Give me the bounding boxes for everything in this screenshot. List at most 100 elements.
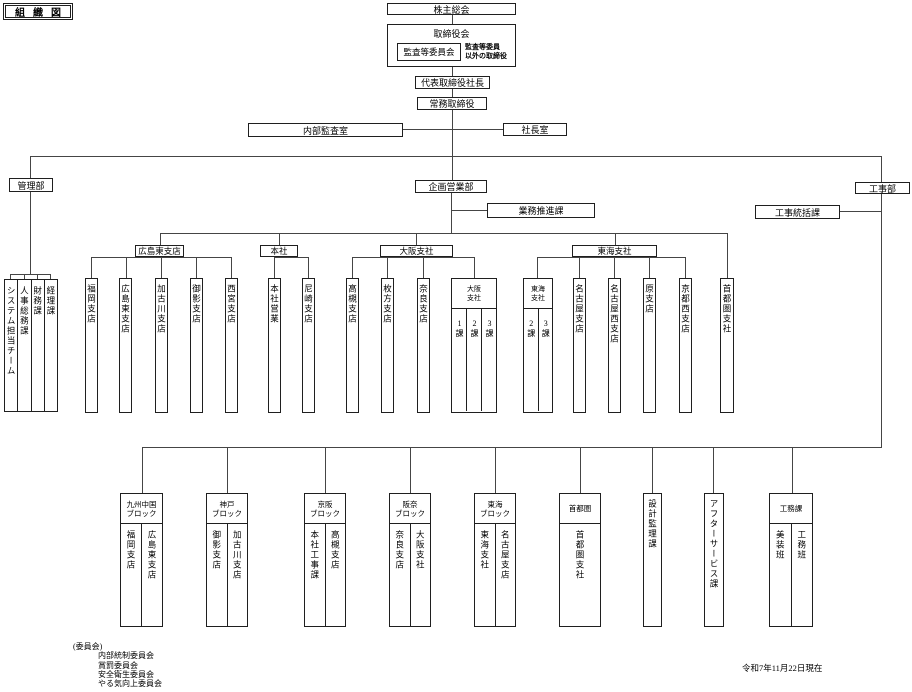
connector-line [840, 211, 881, 212]
block-office-osaka-shisha: 大阪支社 [409, 524, 431, 627]
branch-header-hiroshima-higashi: 広島東支店 [135, 245, 184, 257]
connector-line [451, 193, 452, 233]
connector-line [881, 156, 882, 182]
admin-section-finance: 財務課 [30, 280, 44, 411]
connector-line [416, 233, 417, 245]
osaka-unit-1: 1課 [455, 319, 464, 338]
after-service-box: アフターサービス課 [704, 493, 724, 627]
block-team-biso: 美装班 [775, 530, 786, 560]
branch-header-osaka: 大阪支社 [380, 245, 453, 257]
board-of-directors-box: 取締役会 監査等委員会 監査等委員 以外の取締役 [387, 24, 516, 67]
connector-line [196, 257, 197, 278]
connector-line [452, 89, 453, 97]
connector-line [50, 274, 51, 279]
connector-line [91, 257, 92, 278]
connector-line [792, 447, 793, 493]
block-kobe-header: 神戸ブロック [207, 494, 247, 524]
internal-audit-office-box: 内部監査室 [248, 123, 403, 137]
block-office-hiroshima-higashi: 広島東支店 [141, 524, 162, 627]
admin-section-hr-general-affairs: 人事総務課 [17, 280, 30, 411]
non-audit-note-line2: 以外の取締役 [465, 52, 507, 60]
block-tokai-header: 東海ブロック [475, 494, 515, 524]
block-komuka: 工務課 美装班 工務班 [769, 493, 813, 627]
representative-director-box: 代表取締役社長 [415, 76, 490, 89]
office-kakogawa: 加古川支店 [155, 278, 168, 413]
connector-line [579, 257, 580, 278]
tokai-unit-2: 2課 [526, 319, 536, 338]
connector-line [452, 110, 453, 180]
admin-section-accounting: 経理課 [43, 280, 57, 411]
connector-line [713, 447, 714, 493]
connector-line [24, 274, 25, 279]
block-office-kakogawa: 加古川支店 [226, 524, 248, 627]
block-kobe: 神戸ブロック 御影支店 加古川支店 [206, 493, 248, 627]
connector-line [451, 210, 487, 211]
connector-line [652, 447, 653, 493]
block-office-fukuoka: 福岡支店 [126, 530, 136, 570]
connector-line [537, 257, 538, 278]
osaka-branch-group: 大阪 支社 1課 2課 3課 [451, 278, 497, 413]
connector-line [685, 257, 686, 278]
tokai-unit-3: 3課 [537, 309, 553, 411]
connector-line [615, 233, 616, 245]
block-shutoken: 首都圏 首都圏支社 [559, 493, 601, 627]
committee-item: 安全衛生委員会 [98, 669, 154, 679]
office-hiroshima-higashi: 広島東支店 [119, 278, 132, 413]
connector-line [227, 447, 228, 493]
connector-line [423, 257, 424, 278]
chart-title-box: 組織図 [3, 3, 73, 20]
construction-dept-box: 工事部 [855, 182, 910, 194]
office-takatsuki: 高槻支店 [346, 278, 359, 413]
branch-header-honsha: 本社 [260, 245, 298, 257]
committee-item: やる気向上委員会 [98, 679, 162, 689]
non-audit-note-line1: 監査等委員 [465, 44, 500, 51]
connector-line [161, 257, 162, 278]
connector-line [727, 233, 728, 278]
connector-line [495, 447, 496, 493]
admin-sections-group: システム担当チーム 人事総務課 財務課 経理課 [4, 279, 58, 412]
connector-line [452, 67, 453, 76]
block-office-takatsuki: 高槻支店 [324, 524, 346, 627]
connector-line [10, 274, 11, 279]
block-kyushu-chugoku: 九州中国ブロック 福岡支店 広島東支店 [120, 493, 163, 627]
block-hanna: 阪奈ブロック 奈良支店 大阪支社 [389, 493, 431, 627]
connector-line [387, 257, 388, 278]
committees-heading: (委員会) [73, 642, 103, 651]
connector-line [10, 274, 51, 275]
office-amagasaki: 尼崎支店 [302, 278, 315, 413]
connector-line [410, 447, 411, 493]
block-komuka-header: 工務課 [770, 494, 812, 524]
osaka-unit-2: 2課 [466, 309, 481, 411]
block-office-mikage: 御影支店 [211, 530, 222, 570]
connector-line [614, 257, 615, 278]
connector-line [881, 194, 882, 447]
connector-line [452, 15, 453, 24]
office-honsha-eigyo: 本社営業 [268, 278, 281, 413]
tokai-branch-group: 東海 支社 2課 3課 [523, 278, 553, 413]
connector-line [126, 257, 127, 278]
connector-line [279, 233, 280, 245]
committee-item: 内部統制委員会 [98, 651, 154, 661]
branch-header-tokai: 東海支社 [572, 245, 657, 257]
admin-section-system-team: システム担当チーム [6, 286, 17, 376]
block-keihan-header: 京阪ブロック [305, 494, 345, 524]
block-shutoken-header: 首都圏 [560, 494, 600, 524]
connector-line [160, 233, 161, 245]
block-tokai: 東海ブロック 東海支社 名古屋支店 [474, 493, 516, 627]
connector-line [142, 447, 143, 493]
block-hanna-header: 阪奈ブロック [390, 494, 430, 524]
connector-line [30, 156, 31, 178]
connector-line [352, 257, 353, 278]
connector-line [37, 274, 38, 279]
admin-dept-box: 管理部 [9, 178, 53, 192]
managing-director-box: 常務取締役 [417, 97, 487, 110]
office-nagoya: 名古屋支店 [573, 278, 586, 413]
connector-line [30, 192, 31, 274]
planning-sales-dept-box: 企画営業部 [415, 180, 487, 193]
office-fukuoka: 福岡支店 [85, 278, 98, 413]
block-office-honsha-koji: 本社工事課 [309, 530, 320, 580]
construction-supervision-box: 工事統括課 [755, 205, 840, 219]
connector-line [649, 257, 650, 278]
connector-line [352, 257, 475, 258]
